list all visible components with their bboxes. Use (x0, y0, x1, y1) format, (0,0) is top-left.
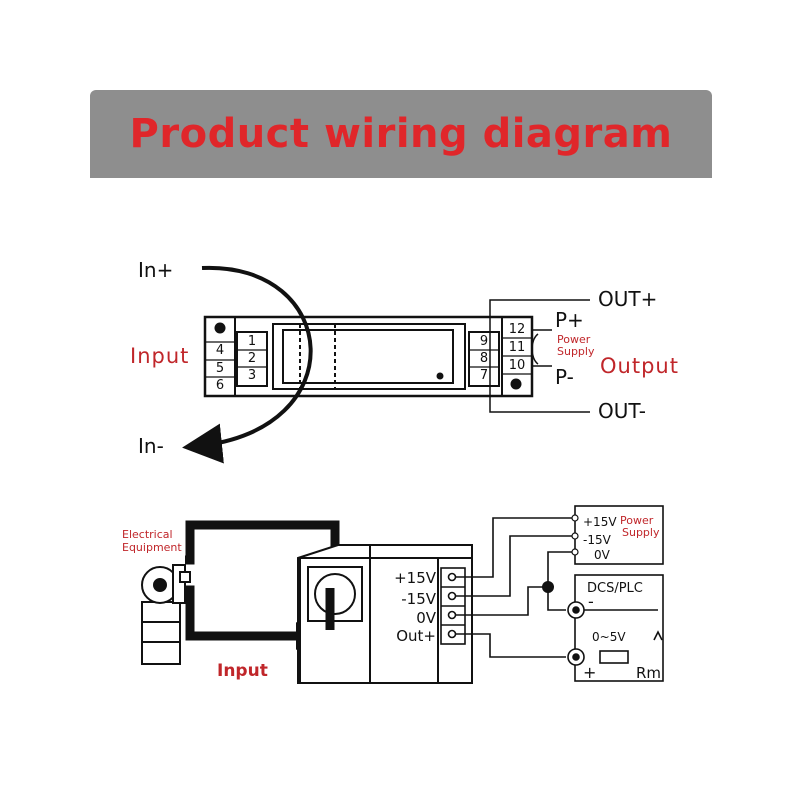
label-electrical-2: Equipment (122, 541, 182, 554)
input-loop (185, 520, 340, 641)
mount-hole-right (510, 378, 522, 390)
label-in-plus: In+ (138, 258, 173, 282)
terminal-3: 3 (248, 368, 256, 383)
dcs-plc-label: DCS/PLC (587, 581, 643, 596)
terminal-9: 9 (480, 334, 488, 349)
label-output: Output (600, 354, 679, 378)
ps-15m: -15V (583, 533, 612, 547)
terminal-1: 1 (248, 334, 256, 349)
terminal-labels: 4 5 6 1 2 3 9 8 7 12 11 10 (216, 322, 525, 393)
label-input: Input (130, 344, 189, 368)
terminal-label-15m: -15V (401, 590, 436, 608)
terminal-4: 4 (216, 343, 224, 358)
left-terminal-block (204, 316, 236, 397)
current-arc (182, 265, 313, 464)
label-out-minus: OUT- (598, 399, 646, 423)
label-p-plus: P+ (555, 308, 584, 332)
terminal-2: 2 (248, 351, 256, 366)
terminal-label-out: Out+ (396, 627, 436, 645)
terminal-12: 12 (509, 322, 526, 337)
ammeter-mark (653, 630, 663, 641)
page-title: Product wiring diagram (129, 111, 673, 157)
terminal-8: 8 (480, 351, 488, 366)
terminal-label-15p: +15V (394, 569, 437, 587)
mount-hole-left (214, 322, 226, 334)
dcs-terminals (567, 601, 585, 666)
label-p-minus: P- (555, 365, 574, 389)
terminal-5: 5 (216, 361, 224, 376)
terminal-7: 7 (480, 368, 488, 383)
label-out-plus: OUT+ (598, 287, 657, 311)
terminal-10: 10 (509, 358, 526, 373)
junction-node (542, 581, 554, 593)
label-power-1: Power (557, 333, 591, 346)
label-bottom-input: Input (217, 661, 268, 681)
electrical-equipment-icon (141, 564, 191, 665)
label-in-minus: In- (138, 434, 164, 458)
resistor-rm (599, 650, 629, 664)
dcs-minus: - (588, 592, 594, 611)
dcs-rm: Rm (636, 664, 661, 682)
label-electrical-1: Electrical (122, 528, 173, 541)
title-banner: Product wiring diagram (90, 90, 712, 178)
display-window (272, 323, 466, 390)
terminal-label-0v: 0V (416, 609, 437, 627)
terminal-strip (440, 567, 466, 645)
terminal-11: 11 (509, 340, 526, 355)
label-power-2: Supply (557, 345, 595, 358)
ps-15p: +15V (583, 515, 617, 529)
dcs-plus: + (583, 663, 596, 682)
ps-power-label: Power (620, 514, 654, 527)
led-dot (436, 372, 444, 380)
terminal-6: 6 (216, 378, 224, 393)
ps-supply-label: Supply (622, 526, 660, 539)
ps-0v: 0V (594, 548, 611, 562)
dcs-range: 0~5V (592, 630, 626, 644)
output-bracket (489, 299, 590, 413)
transmitter-body (297, 544, 473, 684)
